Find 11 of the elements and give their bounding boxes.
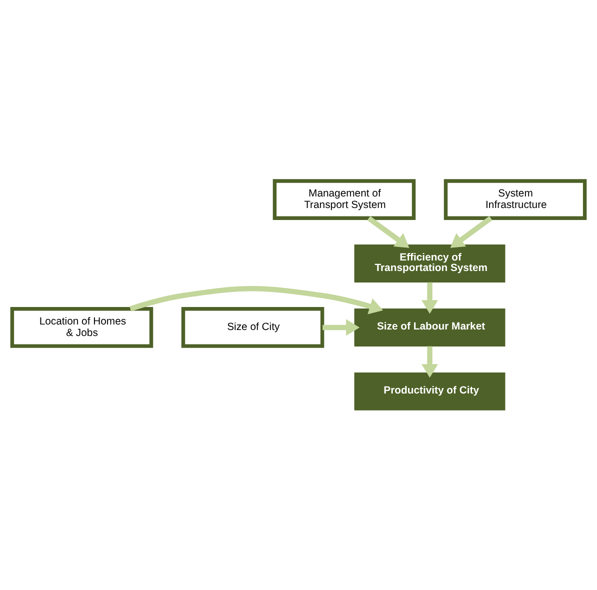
node-box: Management of Transport System — [272, 178, 416, 220]
node-box: Productivity of City — [354, 372, 506, 410]
node-box: Location of Homes & Jobs — [10, 306, 154, 348]
node-box: Size of City — [181, 306, 324, 348]
arrow — [421, 346, 438, 378]
node-box: Size of Labour Market — [354, 308, 506, 346]
arrow — [322, 318, 360, 336]
arrow — [130, 286, 384, 314]
node-box: Efficiency of Transportation System — [354, 244, 506, 282]
node-box: System Infrastructure — [444, 178, 587, 220]
arrow — [421, 282, 438, 314]
